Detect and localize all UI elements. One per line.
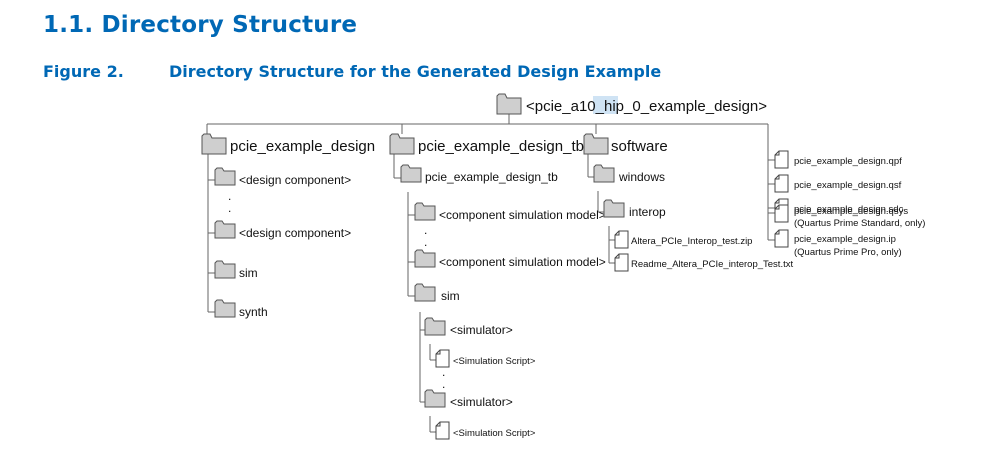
text-selection-highlight — [593, 96, 618, 114]
readme-file-label: Readme_Altera_PCIe_interop_Test.txt — [631, 259, 793, 270]
design-component-label: <design component> — [239, 226, 351, 240]
tb-subfolder-label: pcie_example_design_tb — [425, 170, 558, 184]
qsf-file-icon — [774, 174, 789, 193]
design-component-folder-icon — [214, 167, 236, 186]
tb-sim-folder-icon — [414, 283, 436, 302]
ip-file-icon — [774, 229, 789, 248]
simulator-folder-icon — [424, 317, 446, 336]
section-heading: 1.1. Directory Structure — [43, 12, 358, 38]
sim-folder-icon — [214, 260, 236, 279]
sim-model-folder-icon — [414, 249, 436, 268]
zip-file-icon — [614, 230, 629, 249]
sim-folder-label: sim — [239, 266, 258, 280]
sdc-file-label: pcie_example_design.sdc — [794, 204, 904, 215]
qsf-file-label: pcie_example_design.qsf — [794, 180, 902, 191]
software-folder-label: software — [611, 138, 668, 155]
root-folder-label: <pcie_a10_hip_0_example_design> — [526, 98, 767, 115]
ellipsis-dot: . — [442, 365, 445, 379]
interop-folder-icon — [603, 199, 625, 218]
ip-file-label: pcie_example_design.ip — [794, 234, 896, 245]
ellipsis-dot: . — [442, 377, 445, 391]
design-component-label: <design component> — [239, 173, 351, 187]
script-file-icon — [435, 421, 450, 440]
software-folder-icon — [583, 133, 609, 155]
windows-folder-icon — [593, 164, 615, 183]
windows-folder-label: windows — [618, 170, 665, 184]
synth-folder-label: synth — [239, 305, 268, 319]
qsys-file-label: pcie_example_design.qsys — [794, 206, 908, 217]
design-folder-icon — [201, 133, 227, 155]
synth-folder-icon — [214, 299, 236, 318]
simulator-label: <simulator> — [450, 323, 513, 337]
ellipsis-dot: . — [228, 189, 231, 203]
ellipsis-dot: . — [424, 223, 427, 237]
simulator-folder-icon — [424, 389, 446, 408]
qsys-file-icon — [774, 204, 789, 223]
tb-folder-label: pcie_example_design_tb — [418, 138, 584, 155]
readme-file-icon — [614, 253, 629, 272]
sim-model-label: <component simulation model> — [439, 255, 606, 269]
figure-title: Directory Structure for the Generated De… — [169, 62, 662, 81]
zip-file-label: Altera_PCIe_Interop_test.zip — [631, 236, 752, 247]
figure-number: Figure 2. — [43, 62, 124, 81]
interop-folder-label: interop — [629, 205, 666, 219]
tb-folder-icon — [389, 133, 415, 155]
sim-model-folder-icon — [414, 202, 436, 221]
qpf-file-label: pcie_example_design.qpf — [794, 156, 902, 167]
ellipsis-dot: . — [424, 235, 427, 249]
script-file-label: <Simulation Script> — [453, 356, 536, 367]
tb-subfolder-icon — [400, 164, 422, 183]
sim-model-label: <component simulation model> — [439, 208, 606, 222]
qsys-file-note: (Quartus Prime Standard, only) — [794, 218, 925, 229]
design-component-folder-icon — [214, 220, 236, 239]
script-file-label: <Simulation Script> — [453, 428, 536, 439]
tree-connectors — [206, 114, 775, 433]
simulator-label: <simulator> — [450, 395, 513, 409]
tb-sim-folder-label: sim — [441, 289, 460, 303]
ellipsis-dot: . — [228, 201, 231, 215]
root-folder-icon — [496, 93, 522, 115]
qpf-file-icon — [774, 150, 789, 169]
design-folder-label: pcie_example_design — [230, 138, 375, 155]
ip-file-note: (Quartus Prime Pro, only) — [794, 247, 902, 258]
